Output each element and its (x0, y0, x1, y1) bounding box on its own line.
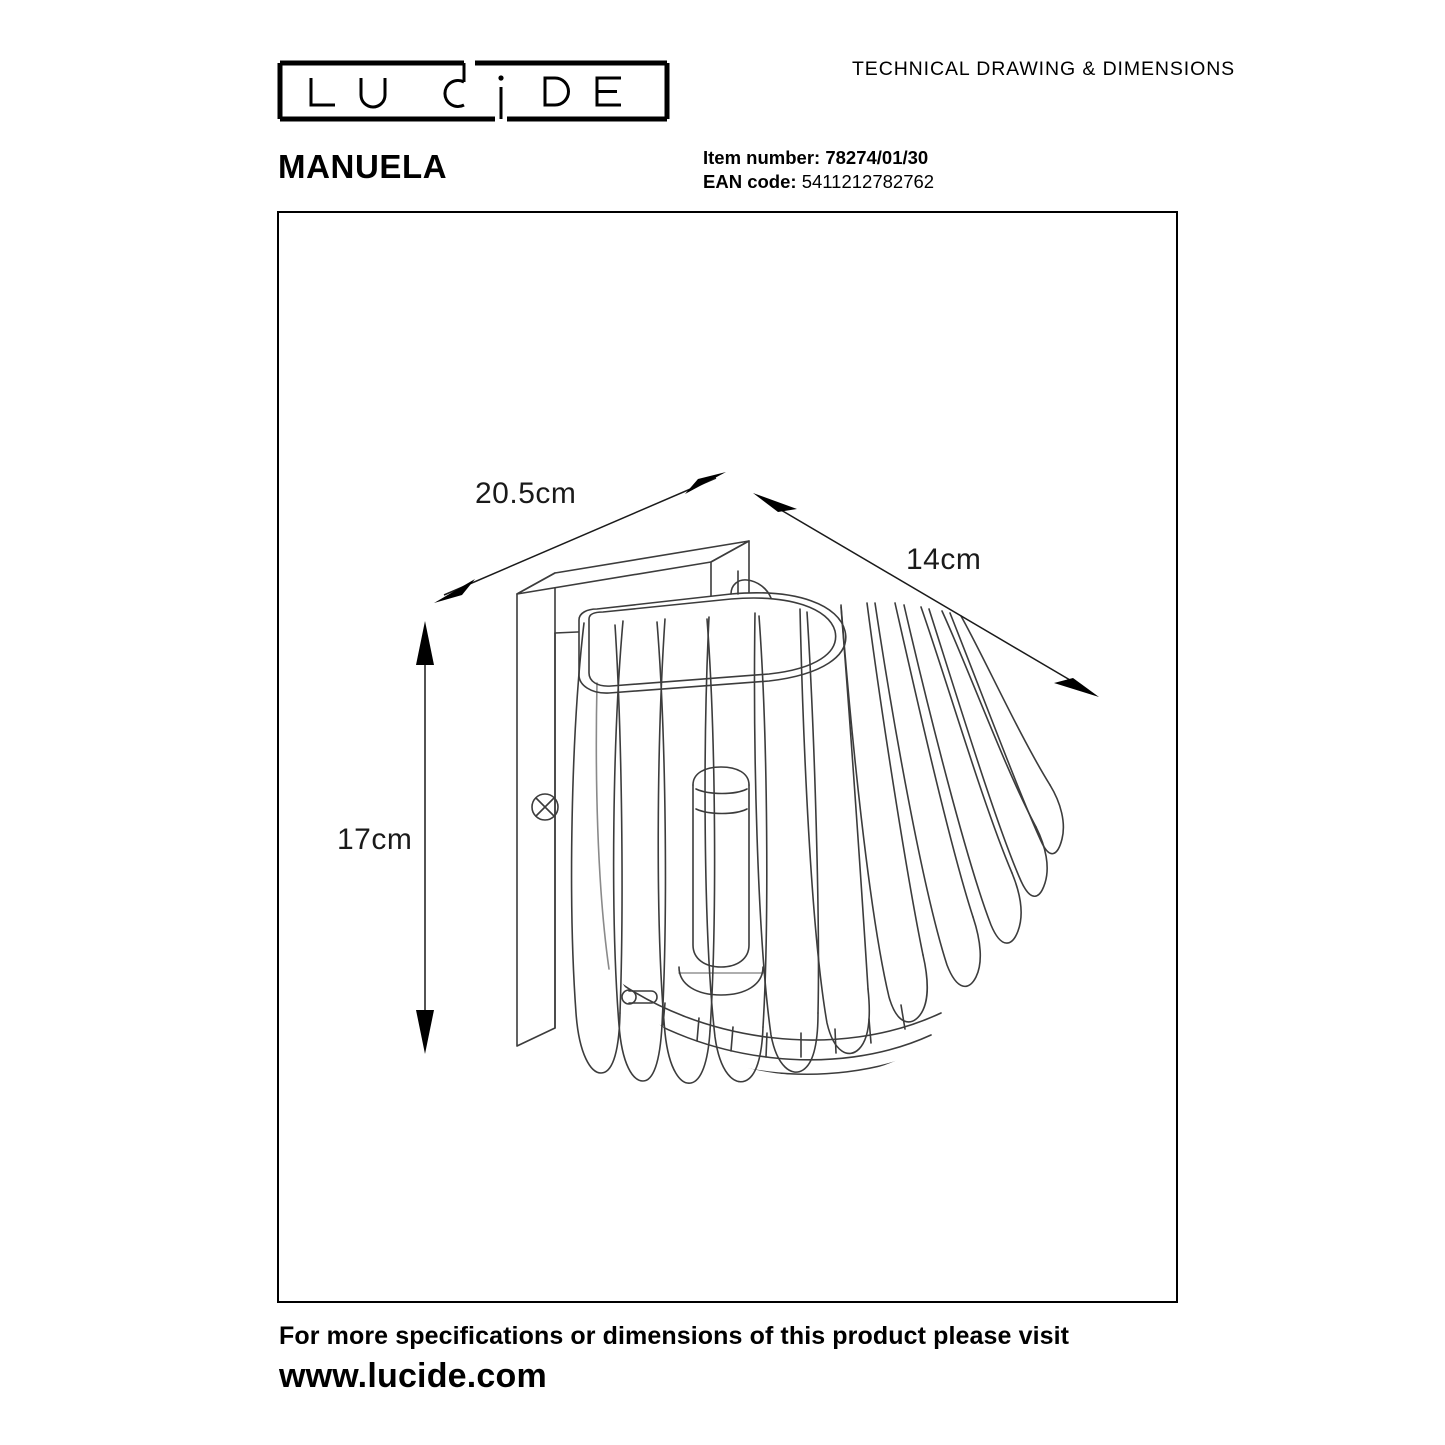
footer-website-link[interactable]: www.lucide.com (279, 1357, 547, 1395)
shade-slats (570, 602, 1065, 1084)
dimension-depth-label: 14cm (906, 543, 981, 576)
product-codes: Item number: 78274/01/30 EAN code: 54112… (703, 146, 934, 194)
page-footer: For more specifications or dimensions of… (279, 1322, 1179, 1396)
dimension-height-label: 17cm (337, 823, 412, 856)
item-number-row: Item number: 78274/01/30 (703, 146, 934, 170)
technical-drawing-frame: .ln { fill:none; stroke:#3c3c3c; stroke-… (277, 211, 1178, 1303)
technical-drawing: .ln { fill:none; stroke:#3c3c3c; stroke-… (337, 472, 1099, 1084)
lamp-bulb-and-socket (621, 766, 764, 1005)
item-number-label: Item number: (703, 147, 821, 168)
dimension-width: 20.5cm (434, 472, 726, 603)
dimension-width-label: 20.5cm (475, 477, 576, 510)
ean-code-row: EAN code: 5411212782762 (703, 170, 934, 194)
shade-top-ring (578, 570, 847, 694)
page-title: MANUELA (278, 148, 448, 185)
footer-specifications-text: For more specifications or dimensions of… (279, 1322, 1070, 1350)
ean-code-label: EAN code: (703, 171, 797, 192)
lucide-logo-icon (277, 60, 670, 122)
class-marking-icon (531, 793, 559, 821)
ean-code-value: 5411212782762 (801, 171, 935, 192)
page-header: TECHNICAL DRAWING & DIMENSIONS MANUELA I… (0, 0, 1445, 200)
lamp-drawing (516, 540, 1065, 1084)
dimension-depth: 14cm (753, 493, 1099, 697)
shade-bottom-weave (608, 974, 942, 1076)
technical-drawing-caption: TECHNICAL DRAWING & DIMENSIONS (852, 58, 1236, 80)
lamp-shade-cage (570, 570, 1065, 1084)
dimension-height: 17cm (337, 621, 434, 1054)
item-number-value: 78274/01/30 (825, 147, 929, 168)
lucide-logo (277, 60, 670, 122)
